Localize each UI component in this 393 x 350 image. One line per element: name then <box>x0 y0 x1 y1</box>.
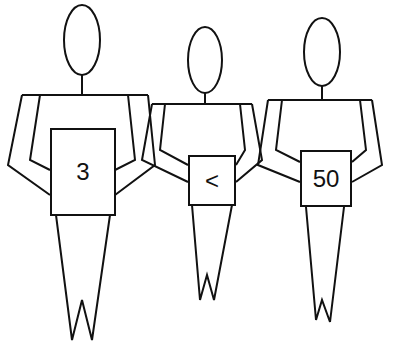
number-card: 50 <box>300 150 352 207</box>
head <box>64 5 100 75</box>
shoulders <box>268 99 372 101</box>
head <box>304 18 340 86</box>
number-card: < <box>188 155 236 206</box>
right-body <box>115 95 135 170</box>
right-arm <box>352 100 382 182</box>
neck <box>204 93 206 104</box>
left-arm <box>142 104 188 182</box>
left-body <box>276 100 300 162</box>
number-card: 3 <box>50 128 116 216</box>
right-body <box>352 100 366 162</box>
right-arm <box>236 104 262 182</box>
right-arm <box>115 95 155 195</box>
left-body <box>160 104 188 165</box>
head <box>188 27 222 93</box>
card-symbol: 50 <box>313 167 340 191</box>
left-arm <box>8 95 50 195</box>
shoulders <box>152 103 252 105</box>
neck <box>81 75 83 95</box>
card-symbol: 3 <box>76 160 89 184</box>
legs <box>306 207 344 322</box>
left-body <box>30 95 50 170</box>
left-arm <box>258 100 300 182</box>
legs <box>56 215 110 340</box>
right-body <box>236 104 245 165</box>
card-symbol: < <box>205 169 219 193</box>
neck <box>321 86 323 100</box>
legs <box>192 205 232 300</box>
